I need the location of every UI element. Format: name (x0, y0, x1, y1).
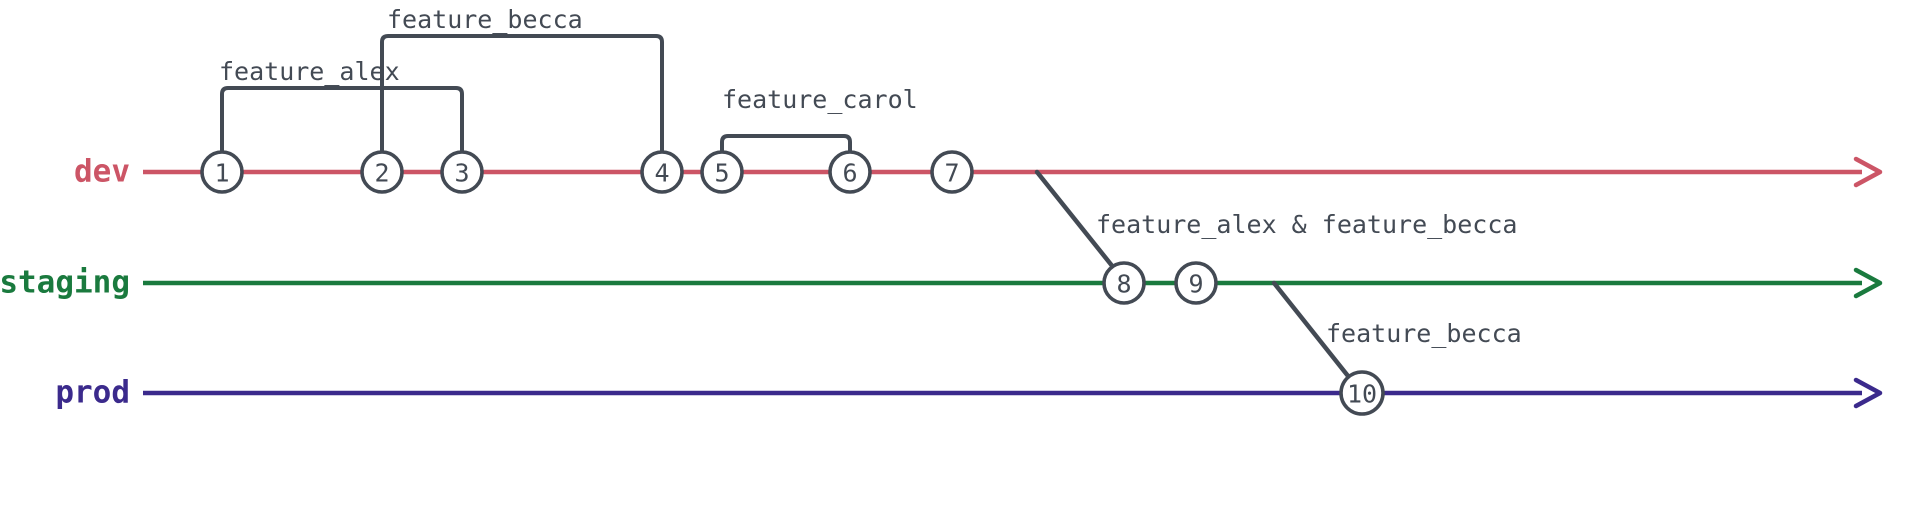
branch-label-dev: dev (74, 154, 130, 190)
commit-node-6[interactable]: 6 (828, 150, 872, 194)
feature-label-feature_becca: feature_becca (387, 5, 583, 34)
merge-labels-group: feature_alex & feature_becca feature_becc… (1096, 210, 1522, 348)
feature-bracket-feature_becca (380, 34, 664, 154)
commit-node-4[interactable]: 4 (640, 150, 684, 194)
commit-number-9: 9 (1188, 270, 1203, 299)
branch-label-staging: staging (0, 265, 130, 301)
commit-number-6: 6 (842, 159, 857, 188)
feature-bracket-feature_carol (720, 134, 852, 154)
commit-circle-2 (360, 150, 404, 194)
feature-label-feature_carol: feature_carol (722, 85, 918, 114)
commit-node-8[interactable]: 8 (1102, 261, 1146, 305)
branch-arrow-prod (1853, 377, 1883, 409)
merge-staging-to-prod-label: feature_becca (1326, 319, 1522, 348)
commit-number-7: 7 (944, 159, 959, 188)
feature-brackets-group (220, 34, 852, 154)
commit-number-8: 8 (1116, 270, 1131, 299)
commit-number-2: 2 (374, 159, 389, 188)
commit-number-5: 5 (714, 159, 729, 188)
commit-number-10: 10 (1347, 380, 1377, 409)
commit-circle-4 (640, 150, 684, 194)
commit-circle-7 (930, 150, 974, 194)
commit-node-7[interactable]: 7 (930, 150, 974, 194)
commit-node-2[interactable]: 2 (360, 150, 404, 194)
commit-node-1[interactable]: 1 (200, 150, 244, 194)
commit-number-1: 1 (214, 159, 229, 188)
merge-dev-to-staging-line (1034, 169, 1120, 275)
merge-dev-to-staging-label: feature_alex & feature_becca (1096, 210, 1517, 239)
branch-label-prod: prod (55, 375, 130, 411)
commit-circle-6 (828, 150, 872, 194)
commit-circle-1 (200, 150, 244, 194)
commit-node-3[interactable]: 3 (440, 150, 484, 194)
merge-staging-to-prod-line (1271, 280, 1355, 384)
commit-circle-9 (1174, 261, 1218, 305)
commit-node-5[interactable]: 5 (700, 150, 744, 194)
feature-bracket-feature_alex (220, 86, 464, 154)
commit-node-9[interactable]: 9 (1174, 261, 1218, 305)
commit-node-10[interactable]: 10 (1339, 370, 1385, 416)
commit-number-3: 3 (454, 159, 469, 188)
feature-labels-group: feature_alex feature_becca feature_carol (219, 5, 918, 114)
branch-lines-group (143, 156, 1883, 409)
commit-circle-3 (440, 150, 484, 194)
commit-circle-10 (1339, 370, 1385, 416)
feature-label-feature_alex: feature_alex (219, 57, 400, 86)
branch-labels-group: dev staging prod (0, 154, 130, 411)
commit-circle-8 (1102, 261, 1146, 305)
commit-circle-5 (700, 150, 744, 194)
commit-nodes-group: 1 2 3 4 5 6 7 8 9 10 (200, 150, 1385, 416)
branch-arrow-dev (1853, 156, 1883, 188)
merge-lines-group (1034, 169, 1355, 384)
commit-number-4: 4 (654, 159, 669, 188)
branch-arrow-staging (1853, 267, 1883, 299)
